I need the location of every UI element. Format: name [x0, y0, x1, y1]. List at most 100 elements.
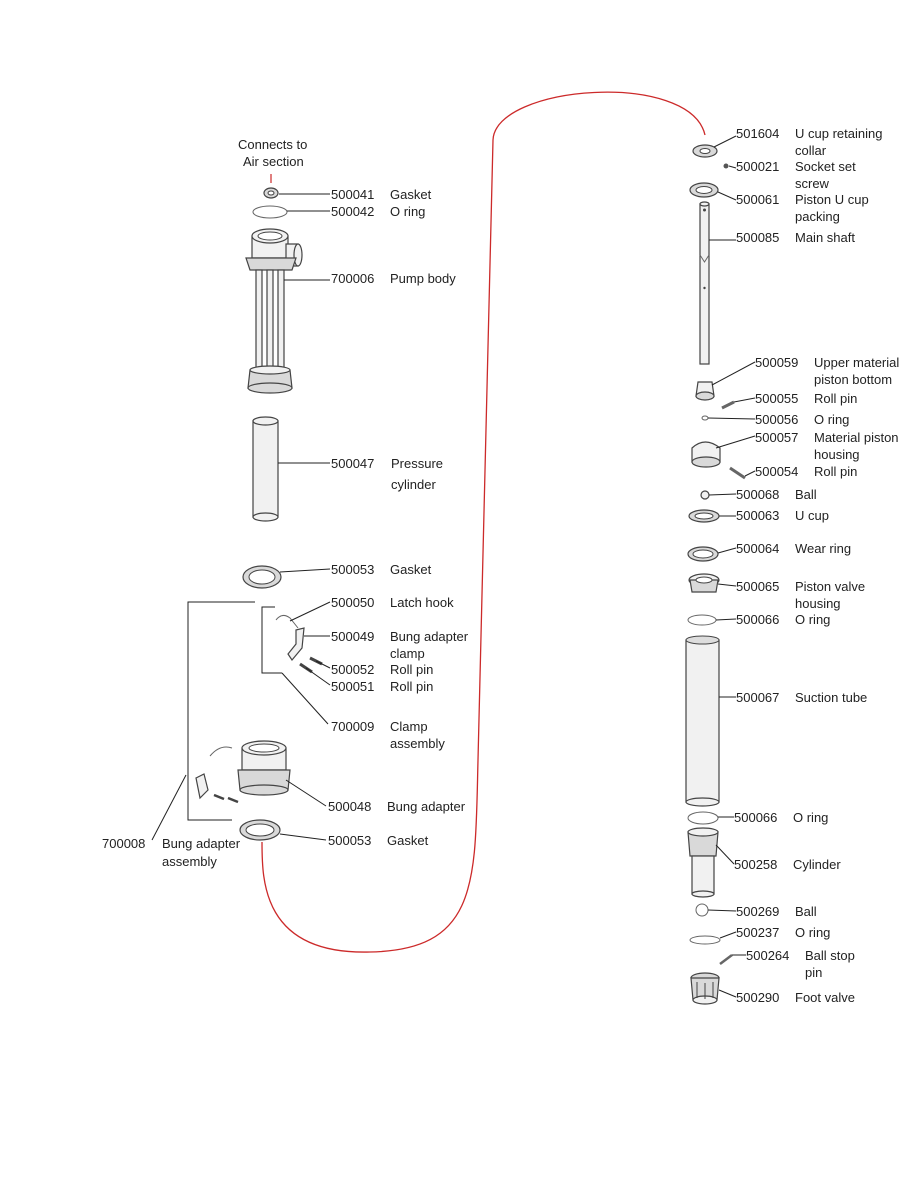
callout-500042-number: 500042 — [331, 204, 374, 219]
part-500061-drawing — [689, 182, 719, 198]
callout-500067-number: 500067 — [736, 690, 779, 705]
callout-500237-name: O ring — [795, 925, 830, 940]
callout-500054-number: 500054 — [755, 464, 798, 479]
callout-500064-number: 500064 — [736, 541, 779, 556]
callout-500085-name: Main shaft — [795, 230, 855, 245]
callout-500059-name: piston bottom — [814, 372, 892, 387]
callout-500049-name: clamp — [390, 646, 425, 661]
callout-500064-name: Wear ring — [795, 541, 851, 556]
callout-700006-number: 700006 — [331, 271, 374, 286]
callout-500053-name: Gasket — [387, 833, 429, 848]
callout-500258-name: Cylinder — [793, 857, 841, 872]
part-500269-drawing — [695, 903, 709, 917]
callout-500049-name: Bung adapter — [390, 629, 469, 644]
callout-500066: 500066 O ring — [736, 612, 830, 627]
callout-500065-name: Piston valve — [795, 579, 865, 594]
part-500063-drawing — [688, 509, 720, 523]
part-500258-drawing — [687, 827, 719, 898]
callout-500050-number: 500050 — [331, 595, 374, 610]
callout-700008-number: 700008 — [102, 836, 145, 851]
part-500085-drawing — [699, 201, 710, 365]
callout-500237-number: 500237 — [736, 925, 779, 940]
callout-500052-number: 500052 — [331, 662, 374, 677]
callout-500061-name: packing — [795, 209, 840, 224]
callout-500290-name: Foot valve — [795, 990, 855, 1005]
callout-500057-name: housing — [814, 447, 860, 462]
part-500048-drawing — [195, 740, 291, 804]
callout-500061-number: 500061 — [736, 192, 779, 207]
callout-700008-name-2: assembly — [162, 854, 217, 869]
callout-500269-name: Ball — [795, 904, 817, 919]
part-500053-drawing — [242, 565, 282, 589]
callout-500054-name: Roll pin — [814, 464, 857, 479]
callout-500068-name: Ball — [795, 487, 817, 502]
callout-500021-number: 500021 — [736, 159, 779, 174]
callout-500054: 500054 Roll pin — [755, 464, 857, 479]
callout-500065-name: housing — [795, 596, 841, 611]
callout-500085-number: 500085 — [736, 230, 779, 245]
callout-700009-number: 700009 — [331, 719, 374, 734]
callout-500264-number: 500264 — [746, 948, 789, 963]
callout-500063-number: 500063 — [736, 508, 779, 523]
callout-500063-name: U cup — [795, 508, 829, 523]
connects-note: Connects to Air section — [238, 137, 307, 183]
callout-500055-name: Roll pin — [814, 391, 857, 406]
part-500068-drawing — [700, 490, 710, 500]
callout-500056-name: O ring — [814, 412, 849, 427]
callout-500059-number: 500059 — [755, 355, 798, 370]
callout-501604-name: U cup retaining — [795, 126, 882, 141]
part-500237-drawing — [689, 935, 721, 945]
callout-500052: 500052 Roll pin — [331, 662, 433, 677]
callout-500021-name: Socket set — [795, 159, 856, 174]
callout-500042-name: O ring — [390, 204, 425, 219]
callout-500052-name: Roll pin — [390, 662, 433, 677]
part-500066b-drawing — [687, 811, 719, 825]
callout-501604-name: collar — [795, 143, 827, 158]
callout-500053-number: 500053 — [331, 562, 374, 577]
part-500042-drawing — [252, 205, 288, 219]
part-700006-drawing — [245, 228, 303, 394]
part-500264-drawing — [719, 954, 733, 965]
callout-500051: 500051 Roll pin — [331, 679, 433, 694]
callout-500067: 500067 Suction tube — [736, 690, 867, 705]
callout-500067-name: Suction tube — [795, 690, 867, 705]
part-500021-drawing — [723, 163, 729, 169]
callout-500264-name: Ball stop — [805, 948, 855, 963]
part-500049-drawing — [287, 627, 305, 662]
callout-500264: 500264 Ball stop pin — [746, 948, 855, 980]
callout-500051-name: Roll pin — [390, 679, 433, 694]
callout-500066-name: O ring — [795, 612, 830, 627]
callout-700009-name: Clamp — [390, 719, 428, 734]
callout-500258-number: 500258 — [734, 857, 777, 872]
callout-700008-name-1: Bung adapter — [162, 836, 241, 851]
callout-700009-name: assembly — [390, 736, 445, 751]
callout-500066-number: 500066 — [736, 612, 779, 627]
connects-note-line-1: Connects to — [238, 137, 307, 152]
callout-700006: 700006 Pump body — [331, 271, 456, 286]
callout-500065-number: 500065 — [736, 579, 779, 594]
callout-500053-number: 500053 — [328, 833, 371, 848]
callout-500041-number: 500041 — [331, 187, 374, 202]
callout-500264-name: pin — [805, 965, 822, 980]
callout-700006-name: Pump body — [390, 271, 456, 286]
callout-500051-number: 500051 — [331, 679, 374, 694]
callout-500237: 500237 O ring — [736, 925, 830, 940]
callout-500061-name: Piston U cup — [795, 192, 869, 207]
callout-500085: 500085 Main shaft — [736, 230, 855, 245]
callout-500047-number: 500047 — [331, 456, 374, 471]
callout-500047-name: cylinder — [391, 477, 436, 492]
